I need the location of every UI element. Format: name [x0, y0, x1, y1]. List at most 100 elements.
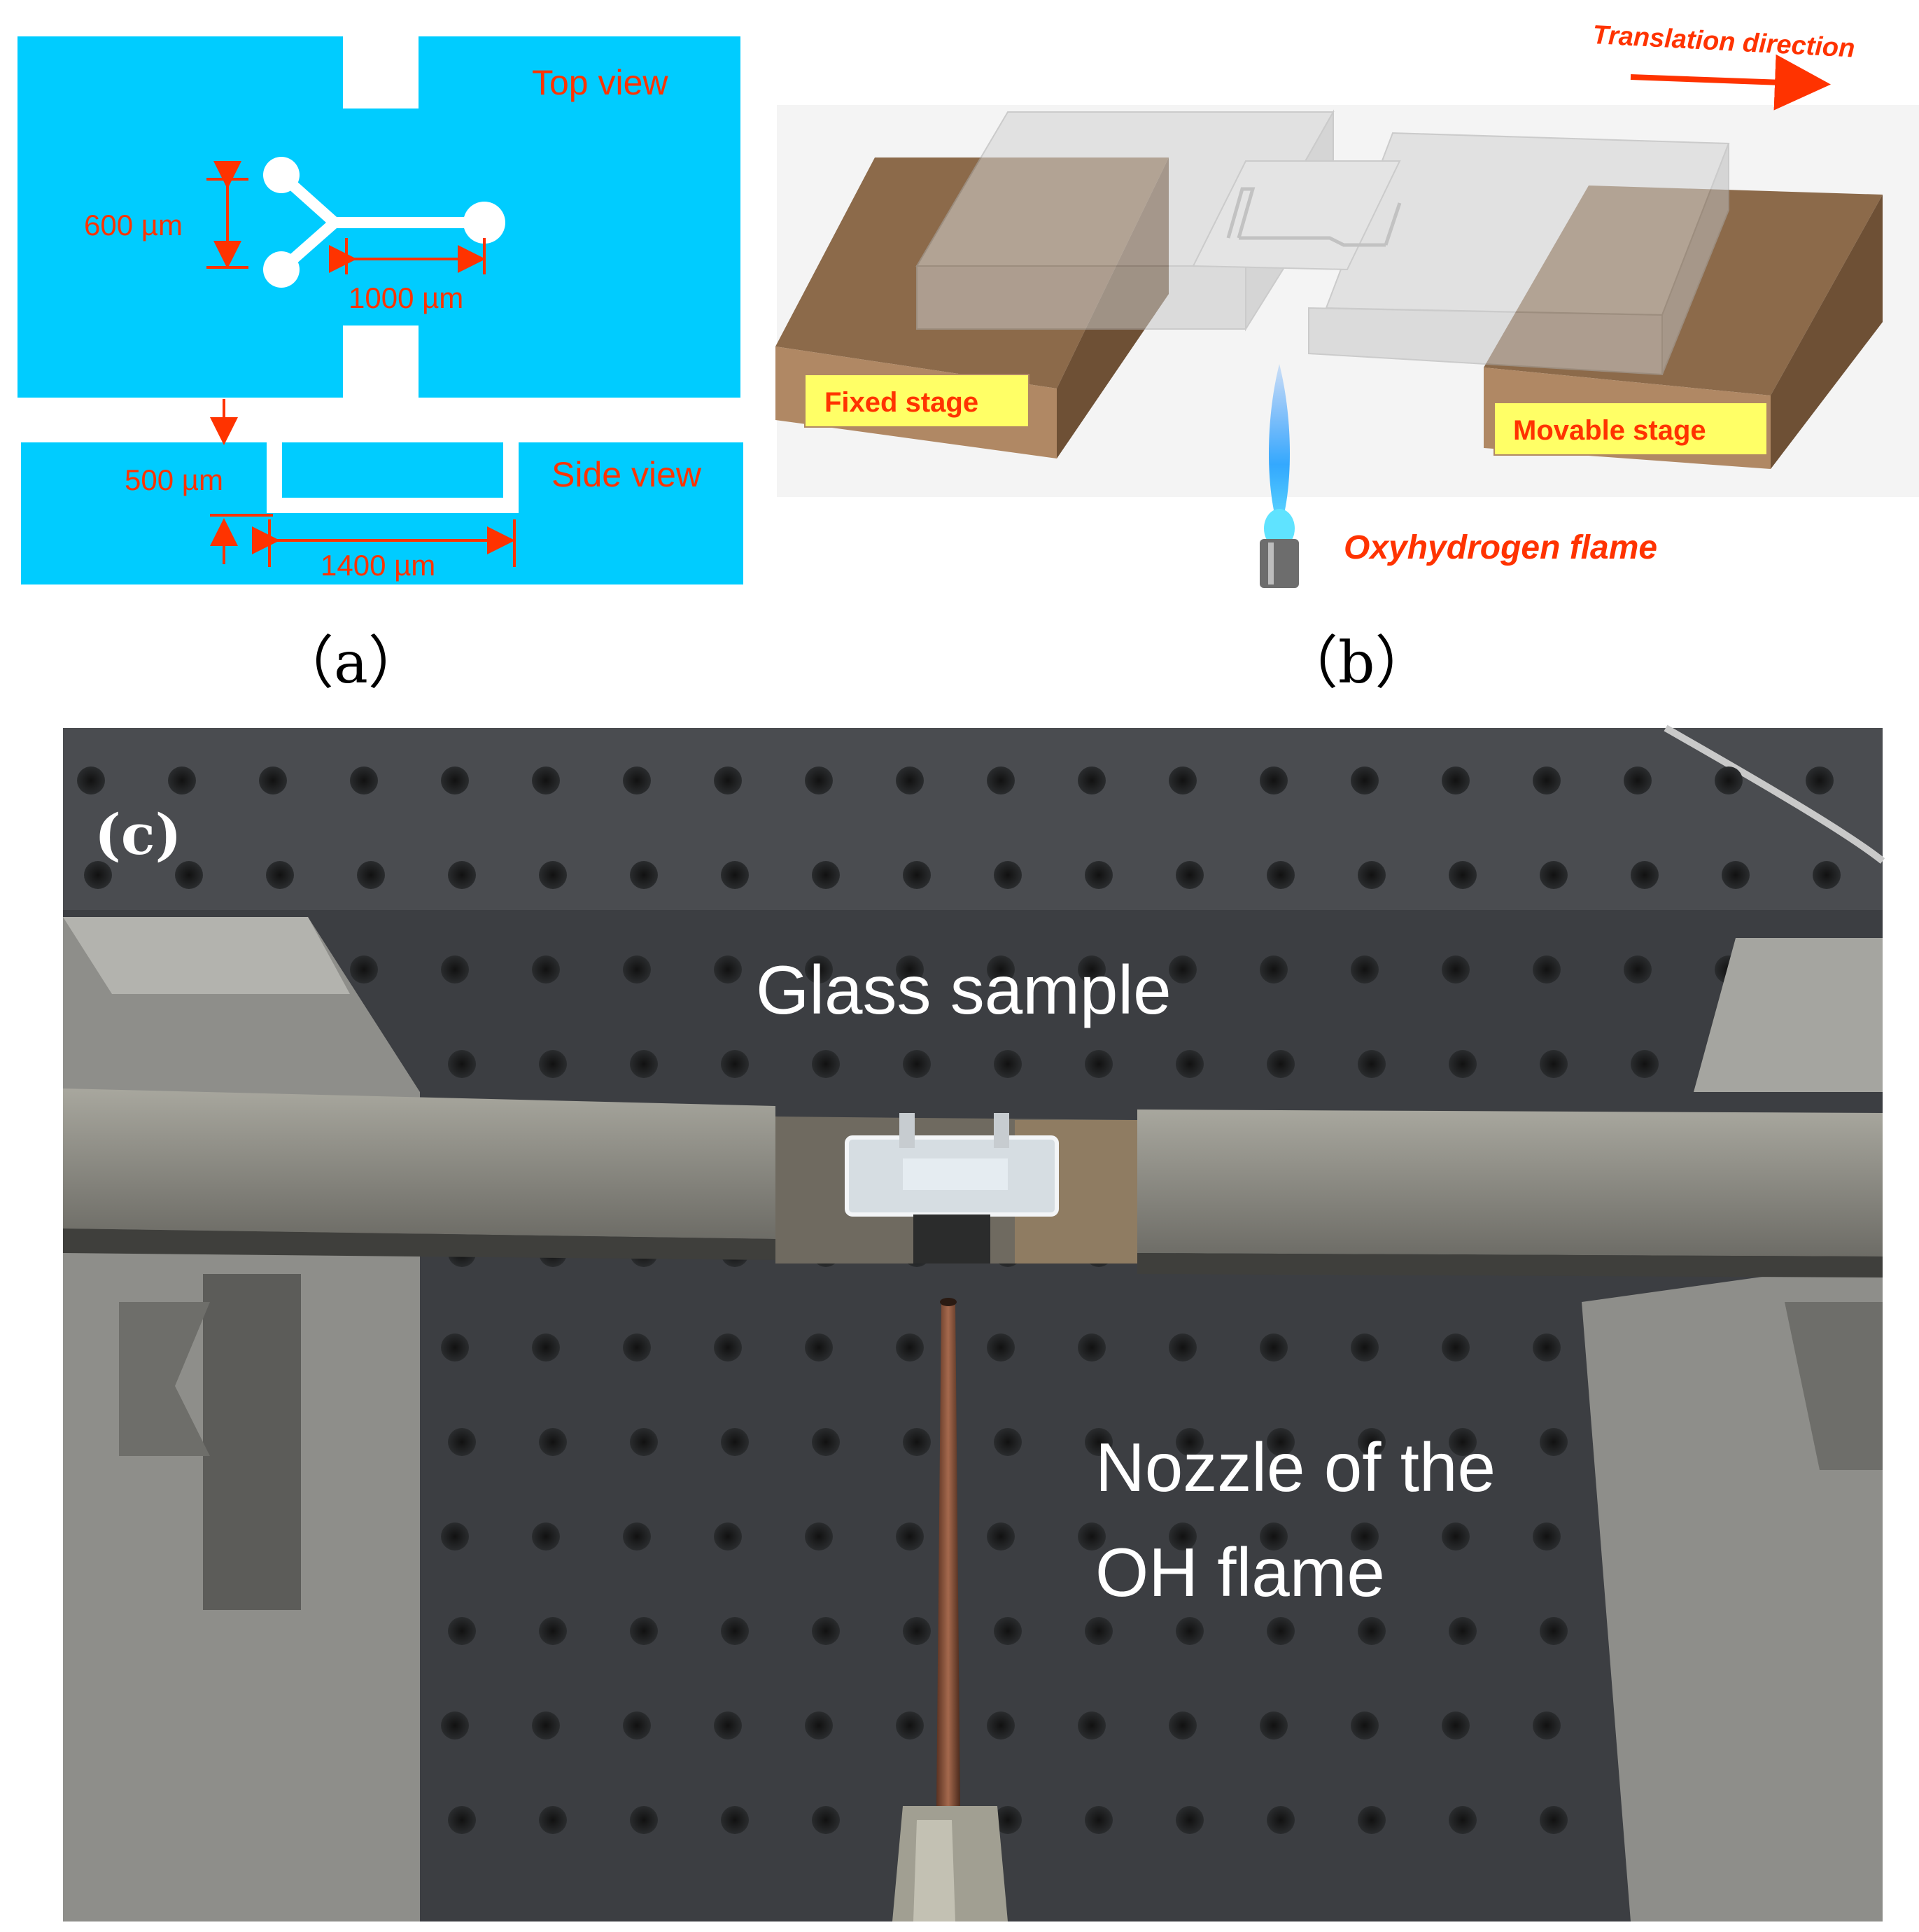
dim-500-label: 500 µm [125, 463, 223, 496]
breadboard-hole [1540, 1050, 1568, 1078]
breadboard-hole [441, 1522, 469, 1550]
breadboard-hole [266, 861, 294, 889]
breadboard-hole [805, 766, 833, 794]
glass-sample-photo [845, 1113, 1059, 1264]
breadboard-hole [1260, 1334, 1288, 1362]
breadboard-hole [1358, 1428, 1386, 1456]
outlet-port [463, 202, 505, 244]
breadboard-hole [714, 1334, 742, 1362]
breadboard-hole [350, 766, 378, 794]
breadboard-hole [1442, 1712, 1470, 1740]
fixed-stage-label: Fixed stage [824, 387, 978, 418]
breadboard-hole [805, 1334, 833, 1362]
breadboard-hole [1267, 861, 1295, 889]
breadboard-hole [1169, 1712, 1197, 1740]
breadboard-hole [1169, 1522, 1197, 1550]
breadboard-hole [1533, 1712, 1561, 1740]
breadboard-hole [1169, 1334, 1197, 1362]
breadboard-hole [630, 1050, 658, 1078]
breadboard-hole [1442, 955, 1470, 983]
breadboard-hole [805, 1712, 833, 1740]
side-view-channel [267, 442, 519, 513]
breadboard-hole [1540, 1428, 1568, 1456]
side-view-chip [21, 442, 743, 584]
breadboard-hole [259, 766, 287, 794]
flame-nozzle-photo [892, 1298, 1008, 1921]
breadboard-hole [1722, 861, 1750, 889]
breadboard-hole [532, 766, 560, 794]
breadboard-hole [903, 1050, 931, 1078]
breadboard-hole [1085, 1050, 1113, 1078]
breadboard-hole [987, 1334, 1015, 1362]
breadboard-hole [630, 1617, 658, 1645]
breadboard-hole [805, 955, 833, 983]
breadboard-hole [623, 955, 651, 983]
breadboard-hole [1085, 861, 1113, 889]
breadboard-hole [896, 955, 924, 983]
inlet-port-top [263, 157, 300, 193]
breadboard-hole [1078, 1334, 1106, 1362]
breadboard-hole [1351, 766, 1379, 794]
left-clamp-bar [63, 1088, 775, 1260]
translation-direction-label: Translation direction [1592, 20, 1856, 64]
flame-nozzle [1260, 539, 1299, 588]
breadboard-hole [1169, 955, 1197, 983]
breadboard-hole [175, 861, 203, 889]
breadboard-hole [1267, 1806, 1295, 1834]
breadboard-hole [1631, 1050, 1659, 1078]
breadboard-hole [1267, 1428, 1295, 1456]
panel-b-caption: （b） [1281, 630, 1433, 696]
breadboard-hole [539, 1617, 567, 1645]
breadboard-hole [896, 1334, 924, 1362]
breadboard-hole [1351, 1334, 1379, 1362]
dimension-600 [206, 161, 248, 269]
breadboard-hole [630, 861, 658, 889]
breadboard-hole [84, 861, 112, 889]
breadboard-hole [1449, 861, 1477, 889]
breadboard-hole [1813, 861, 1841, 889]
breadboard-hole [994, 861, 1022, 889]
breadboard-hole [532, 955, 560, 983]
photo-cable [1664, 724, 1885, 864]
movable-stage-label-box [1493, 402, 1768, 456]
breadboard-hole [630, 1428, 658, 1456]
inlet-port-bottom [263, 251, 300, 288]
breadboard-hole [539, 861, 567, 889]
panel-a-caption: （a） [276, 630, 426, 696]
breadboard-hole [1449, 1428, 1477, 1456]
breadboard-hole [896, 766, 924, 794]
breadboard-hole [1358, 861, 1386, 889]
breadboard-hole [1442, 766, 1470, 794]
breadboard-hole [714, 1712, 742, 1740]
breadboard-hole [1442, 1522, 1470, 1550]
breadboard-hole [896, 1712, 924, 1740]
breadboard-hole [1085, 1617, 1113, 1645]
breadboard-hole [441, 1712, 469, 1740]
breadboard-hole [1533, 1334, 1561, 1362]
breadboard-hole [1267, 1617, 1295, 1645]
right-mount-post [1582, 938, 1883, 1921]
dim-1000-label: 1000 µm [349, 281, 463, 314]
breadboard-hole [532, 1712, 560, 1740]
breadboard-hole [994, 1050, 1022, 1078]
breadboard-hole [812, 861, 840, 889]
breadboard-hole [721, 861, 749, 889]
breadboard-hole [168, 766, 196, 794]
breadboard-hole [441, 766, 469, 794]
breadboard-hole [721, 1050, 749, 1078]
breadboard-hole [1078, 955, 1106, 983]
breadboard-hole [1533, 766, 1561, 794]
breadboard-hole [812, 1806, 840, 1834]
breadboard-hole [714, 766, 742, 794]
panel-c-caption: (c) [94, 802, 181, 867]
breadboard-hole [1176, 1806, 1204, 1834]
panel-b: Translation direction Fixed stage Movabl… [775, 20, 1919, 696]
breadboard-hole [714, 955, 742, 983]
breadboard-hole [1176, 861, 1204, 889]
translation-arrow [1630, 54, 1831, 111]
breadboard-hole [1540, 861, 1568, 889]
breadboard-hole [1169, 766, 1197, 794]
breadboard-hole [1260, 766, 1288, 794]
breadboard-hole [1442, 1334, 1470, 1362]
